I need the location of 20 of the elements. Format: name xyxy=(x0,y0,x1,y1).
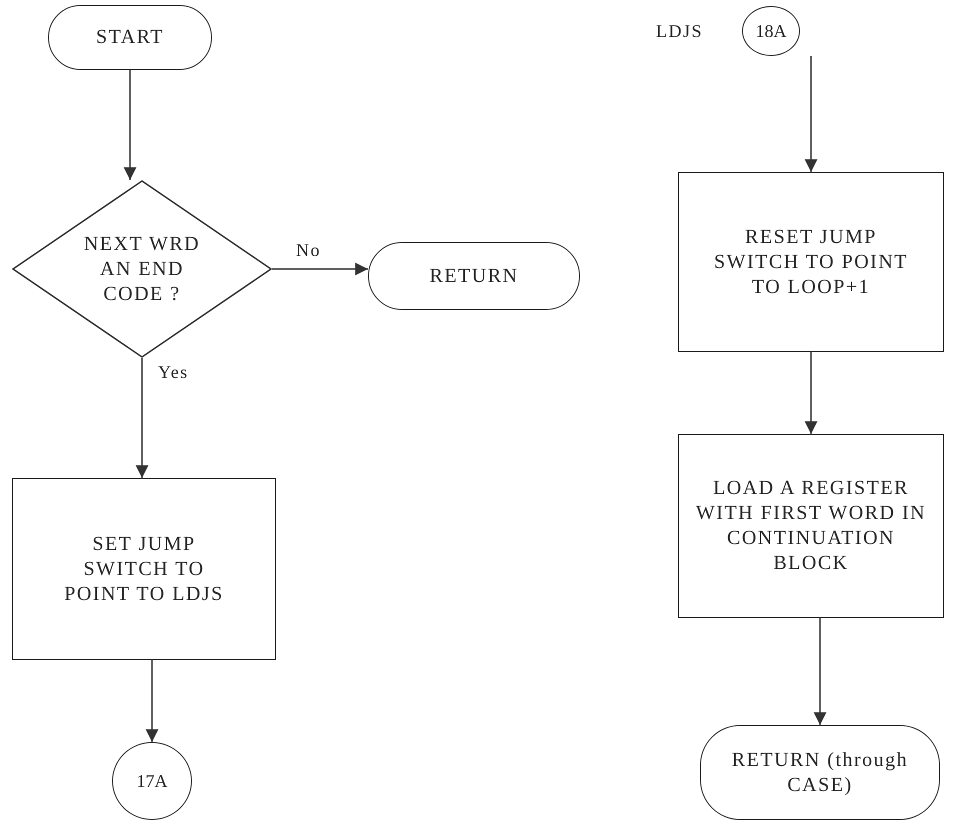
node-text: 18A xyxy=(756,20,786,42)
arrow xyxy=(124,70,136,180)
node-text: RETURN xyxy=(430,264,518,288)
node-text: 17A xyxy=(136,770,168,792)
arrow xyxy=(804,56,818,172)
arrow xyxy=(804,352,818,434)
node-text: RESET JUMP SWITCH TO POINT TO LOOP+1 xyxy=(713,224,909,300)
process-box xyxy=(678,172,944,352)
connector-label: LDJS xyxy=(656,20,703,42)
arrow xyxy=(146,660,158,742)
process-box xyxy=(12,478,276,660)
node-text: START xyxy=(96,25,164,50)
node-text: SET JUMP SWITCH TO POINT TO LDJS xyxy=(63,532,225,606)
arrow xyxy=(814,618,826,725)
node-text: RETURN (through CASE) xyxy=(731,748,909,798)
node-text: NEXT WRD AN END CODE ? xyxy=(82,232,202,306)
process-box xyxy=(678,434,944,618)
node-text: LOAD A REGISTER WITH FIRST WORD IN CONTINUATION BLOCK xyxy=(694,476,928,576)
arrow xyxy=(272,262,368,276)
arrow xyxy=(136,358,148,478)
